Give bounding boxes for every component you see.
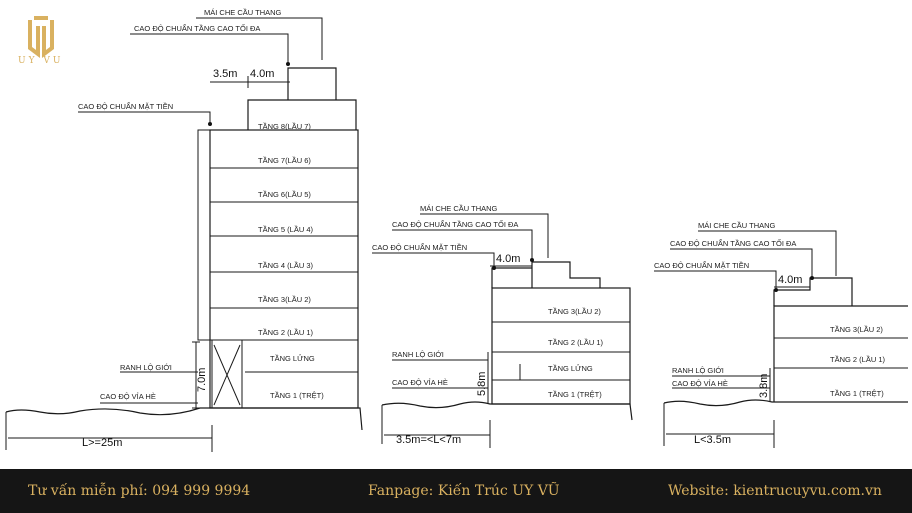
d1-setback-b: 4.0m	[250, 68, 274, 80]
d2-facade-label: CAO ĐỘ CHUẨN MẶT TIỀN	[372, 242, 467, 252]
d1-max-height-label: CAO ĐỘ CHUẨN TẦNG CAO TỐI ĐA	[134, 23, 260, 33]
d3-facade-label: CAO ĐỘ CHUẨN MẶT TIỀN	[654, 260, 749, 270]
d3-ground-height: 3.8m	[758, 374, 770, 398]
d1-floor-6: TẦNG 2 (LẦU 1)	[258, 327, 314, 337]
d2-floor-3: TẦNG 1 (TRỆT)	[548, 389, 602, 399]
d1-floor-2: TẦNG 6(LẦU 5)	[258, 189, 311, 199]
website-link[interactable]: Website: kientrucuyvu.com.vn	[668, 483, 882, 499]
d3-floor-1: TẦNG 2 (LẦU 1)	[830, 354, 886, 364]
d3-sidewalk-label: CAO ĐỘ VỈA HÈ	[672, 379, 728, 388]
d1-width-label: L>=25m	[82, 437, 122, 449]
d3-width-label: L<3.5m	[694, 434, 731, 446]
d3-floor-labels: TẦNG 3(LẦU 2) TẦNG 2 (LẦU 1) TẦNG 1 (TRỆ…	[830, 324, 886, 398]
d1-floor-5: TẦNG 3(LẦU 2)	[258, 294, 311, 304]
d1-roof-label: MÁI CHE CẦU THANG	[204, 7, 282, 17]
d1-floor-1: TẦNG 7(LẦU 6)	[258, 155, 311, 165]
d2-roof-label: MÁI CHE CẦU THANG	[420, 203, 498, 213]
d1-floor-8: TẦNG 1 (TRỆT)	[270, 390, 324, 400]
diagram-medium-building	[372, 213, 633, 448]
d3-roof-label: MÁI CHE CẦU THANG	[698, 220, 776, 230]
d2-max-height-label: CAO ĐỘ CHUẨN TẦNG CAO TỐI ĐA	[392, 219, 518, 229]
brand-name: UY VU	[18, 56, 64, 66]
d2-sidewalk-label: CAO ĐỘ VỈA HÈ	[392, 378, 448, 387]
d2-floor-1: TẦNG 2 (LẦU 1)	[548, 337, 604, 347]
diagram-narrow-building	[654, 230, 908, 448]
d3-floor-0: TẦNG 3(LẦU 2)	[830, 324, 883, 334]
d1-floor-3: TẦNG 5 (LẦU 4)	[258, 224, 314, 234]
fanpage-link[interactable]: Fanpage: Kiến Trúc UY VŨ	[368, 483, 560, 499]
consult-phone[interactable]: Tư vấn miễn phí: 094 999 9994	[28, 483, 251, 499]
d2-floor-2: TẦNG LỬNG	[548, 363, 593, 373]
d2-floor-labels: TẦNG 3(LẦU 2) TẦNG 2 (LẦU 1) TẦNG LỬNG T…	[548, 306, 604, 399]
d1-boundary-label: RANH LỘ GIỚI	[120, 363, 172, 372]
d1-facade-label: CAO ĐỘ CHUẨN MẶT TIỀN	[78, 101, 173, 111]
d2-setback: 4.0m	[496, 253, 520, 265]
d2-width-label: 3.5m=<L<7m	[396, 434, 461, 446]
d3-floor-2: TẦNG 1 (TRỆT)	[830, 388, 884, 398]
contact-footer: Tư vấn miễn phí: 094 999 9994 Fanpage: K…	[0, 469, 912, 513]
d1-ground-height: 7.0m	[196, 368, 208, 392]
d1-setback-a: 3.5m	[213, 68, 237, 80]
d3-boundary-label: RANH LỘ GIỚI	[672, 366, 724, 375]
d1-floor-labels: TẦNG 8(LẦU 7) TẦNG 7(LẦU 6) TẦNG 6(LẦU 5…	[258, 121, 324, 400]
diagram-tall-building	[5, 17, 363, 452]
d1-floor-4: TẦNG 4 (LẦU 3)	[258, 260, 314, 270]
d3-max-height-label: CAO ĐỘ CHUẨN TẦNG CAO TỐI ĐA	[670, 238, 796, 248]
d2-floor-0: TẦNG 3(LẦU 2)	[548, 306, 601, 316]
d2-ground-height: 5.8m	[476, 372, 488, 396]
d1-floor-7: TẦNG LỬNG	[270, 353, 315, 363]
d1-floor-0: TẦNG 8(LẦU 7)	[258, 121, 311, 131]
d2-boundary-label: RANH LỘ GIỚI	[392, 350, 444, 359]
d3-setback: 4.0m	[778, 274, 802, 286]
d1-sidewalk-label: CAO ĐỘ VỈA HÈ	[100, 392, 156, 401]
uy-vu-logo-icon	[28, 16, 54, 58]
